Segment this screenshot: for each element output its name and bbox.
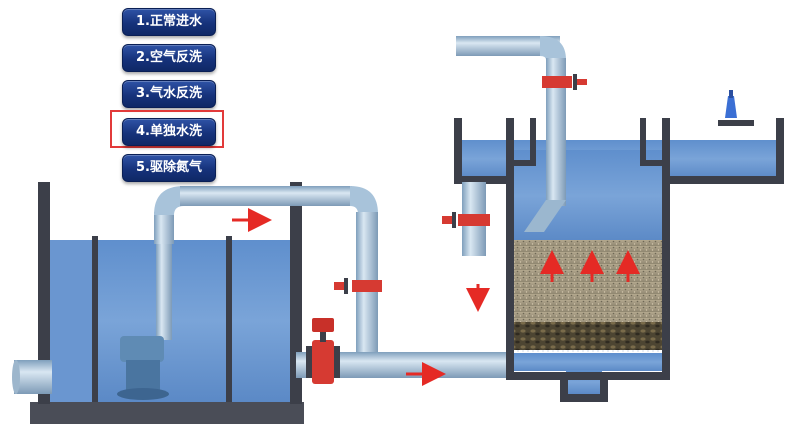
left-inlet-pipe: [14, 360, 52, 394]
submersible-pump: [117, 236, 172, 400]
valve-backwash-main[interactable]: [306, 318, 340, 384]
left-tank-baffle-2: [226, 236, 232, 402]
step-button-normal-inflow[interactable]: 1.正常进水: [122, 8, 216, 36]
valve-drain[interactable]: [442, 212, 490, 228]
filter-gravel-layer: [512, 322, 664, 350]
filter-underdrain-water: [512, 353, 664, 371]
filter-inlet-pipe: [456, 36, 566, 232]
valve-filter-inlet[interactable]: [542, 74, 587, 90]
step-button-air-backwash[interactable]: 2.空气反洗: [122, 44, 216, 72]
left-inlet-pipe-end: [12, 360, 20, 394]
step-button-air-water-backwash[interactable]: 3.气水反洗: [122, 80, 216, 108]
filter-sand-layer: [512, 240, 664, 324]
selected-step-highlight: [110, 110, 224, 148]
left-tank-base: [30, 402, 304, 424]
left-tank-wall-left: [38, 182, 50, 404]
left-tank-baffle-1: [92, 236, 98, 402]
left-tank-wall-right: [290, 182, 302, 404]
left-tank-weir-water: [48, 240, 96, 402]
step-button-water-only-wash[interactable]: 4.单独水洗: [122, 118, 216, 146]
step-button-nitrogen-purge[interactable]: 5.驱除氮气: [122, 154, 216, 182]
valve-backwash-riser[interactable]: [334, 278, 382, 294]
flow-arrows: [232, 208, 640, 386]
